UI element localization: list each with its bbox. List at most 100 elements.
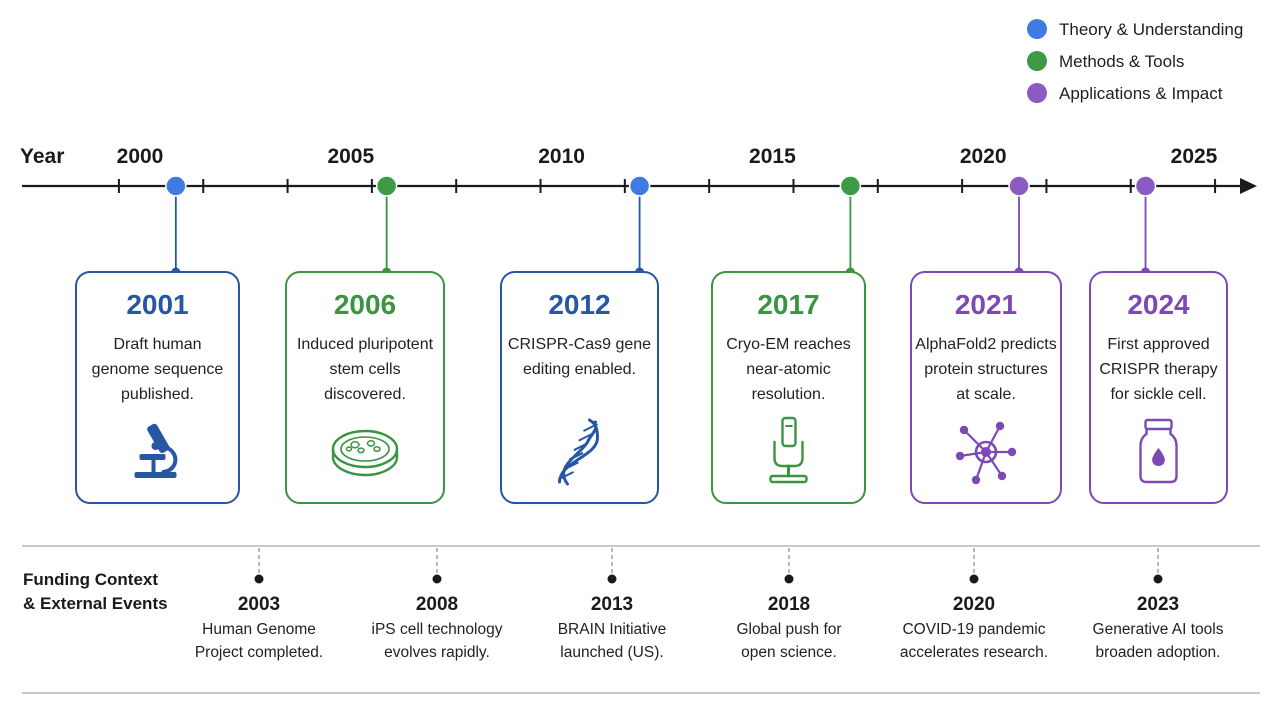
legend-label: Theory & Understanding	[1059, 20, 1243, 39]
context-year: 2013	[591, 594, 633, 615]
axis-year-label: 2005	[327, 145, 374, 168]
milestone-dot	[165, 175, 187, 197]
milestone-description-line: AlphaFold2 predicts	[915, 336, 1056, 353]
milestone-card	[910, 271, 1062, 504]
milestone-description-line: stem cells	[329, 361, 400, 378]
milestone-card	[75, 271, 240, 504]
axis-year-label: 2025	[1171, 145, 1218, 168]
milestone-year: 2001	[126, 289, 188, 320]
milestone-card	[500, 271, 659, 504]
context-dot	[969, 574, 979, 584]
context-description-line: open science.	[741, 644, 837, 661]
milestone-description-line: First approved	[1107, 336, 1209, 353]
context-description-line: launched (US).	[560, 644, 663, 661]
context-description-line: BRAIN Initiative	[558, 621, 667, 638]
milestone-dot	[628, 175, 651, 197]
milestone-description-line: protein structures	[924, 361, 1048, 378]
context-description-line: iPS cell technology	[372, 621, 503, 638]
legend-label: Applications & Impact	[1059, 84, 1223, 103]
context-year: 2023	[1137, 594, 1179, 615]
context-description-line: Global push for	[736, 621, 841, 638]
context-description-line: broaden adoption.	[1096, 644, 1221, 661]
milestone-description-line: at scale.	[956, 386, 1016, 403]
context-description-line: accelerates research.	[900, 644, 1048, 661]
legend-item-applications: Applications & Impact	[1027, 83, 1223, 103]
milestone-description-line: Draft human	[113, 336, 201, 353]
microscope-icon	[134, 423, 178, 478]
milestone-year: 2006	[334, 289, 396, 320]
context-dot	[254, 574, 264, 584]
milestone-dot	[1134, 175, 1157, 197]
legend-item-theory: Theory & Understanding	[1027, 19, 1243, 39]
milestone-card	[1089, 271, 1228, 504]
molecule-network-icon	[955, 421, 1017, 485]
legend-swatch-theory	[1027, 19, 1047, 39]
context-year: 2008	[416, 594, 458, 615]
context-section: Funding Context & External Events 2003Huma…	[22, 545, 1260, 694]
milestone-dot	[1008, 175, 1030, 197]
dna-icon	[558, 418, 599, 486]
axis-year-label: 2000	[117, 145, 164, 168]
milestone-year: 2021	[955, 289, 1017, 320]
milestone-dot	[375, 175, 398, 197]
timeline-axis: Year 2000 2005 2010 2015 2020 2025	[20, 145, 1257, 194]
legend-label: Methods & Tools	[1059, 52, 1184, 71]
context-description-line: Human Genome	[202, 621, 316, 638]
milestone-description-line: discovered.	[324, 386, 406, 403]
context-description-line: Project completed.	[195, 644, 323, 661]
legend-item-methods: Methods & Tools	[1027, 51, 1184, 71]
context-dot	[784, 574, 794, 584]
medicine-bottle-icon	[1139, 418, 1178, 484]
context-title: Funding Context	[23, 570, 158, 589]
axis-year-label: 2015	[749, 145, 796, 168]
milestone-year: 2024	[1127, 289, 1190, 320]
milestone-dot	[839, 175, 862, 197]
context-description-line: Generative AI tools	[1093, 621, 1224, 638]
milestone-description-line: published.	[121, 386, 194, 403]
milestone-description-line: for sickle cell.	[1110, 386, 1206, 403]
milestone-description-line: resolution.	[752, 386, 826, 403]
legend-swatch-methods	[1027, 51, 1047, 71]
axis-arrow-icon	[1240, 178, 1257, 194]
context-dot	[607, 574, 617, 584]
axis-year-label: 2020	[960, 145, 1007, 168]
milestone-description-line: editing enabled.	[523, 361, 636, 378]
context-description-line: COVID-19 pandemic	[902, 621, 1045, 638]
context-description-line: evolves rapidly.	[384, 644, 490, 661]
milestone-year: 2012	[548, 289, 610, 320]
axis-year-label: 2010	[538, 145, 585, 168]
context-year: 2018	[768, 594, 810, 615]
milestone-card	[285, 271, 445, 504]
milestone-description-line: genome sequence	[92, 361, 224, 378]
milestone-description-line: CRISPR-Cas9 gene	[508, 336, 651, 353]
context-dot	[1153, 574, 1163, 584]
milestone-description-line: near-atomic	[746, 361, 830, 378]
petri-dish-icon	[331, 429, 399, 477]
axis-title: Year	[20, 145, 64, 168]
milestone-card	[711, 271, 866, 504]
context-year: 2020	[953, 594, 995, 615]
milestone-description-line: Cryo-EM reaches	[726, 336, 850, 353]
legend-swatch-applications	[1027, 83, 1047, 103]
milestone-description-line: Induced pluripotent	[297, 336, 434, 353]
context-year: 2003	[238, 594, 280, 615]
cryo-em-microscope-icon	[769, 416, 808, 484]
milestone-description-line: CRISPR therapy	[1099, 361, 1217, 378]
context-dot	[432, 574, 442, 584]
context-title: & External Events	[23, 594, 168, 613]
context-event-2008: 2008 iPS cell technology evolves rapidly.	[372, 548, 503, 661]
milestone-year: 2017	[757, 289, 819, 320]
